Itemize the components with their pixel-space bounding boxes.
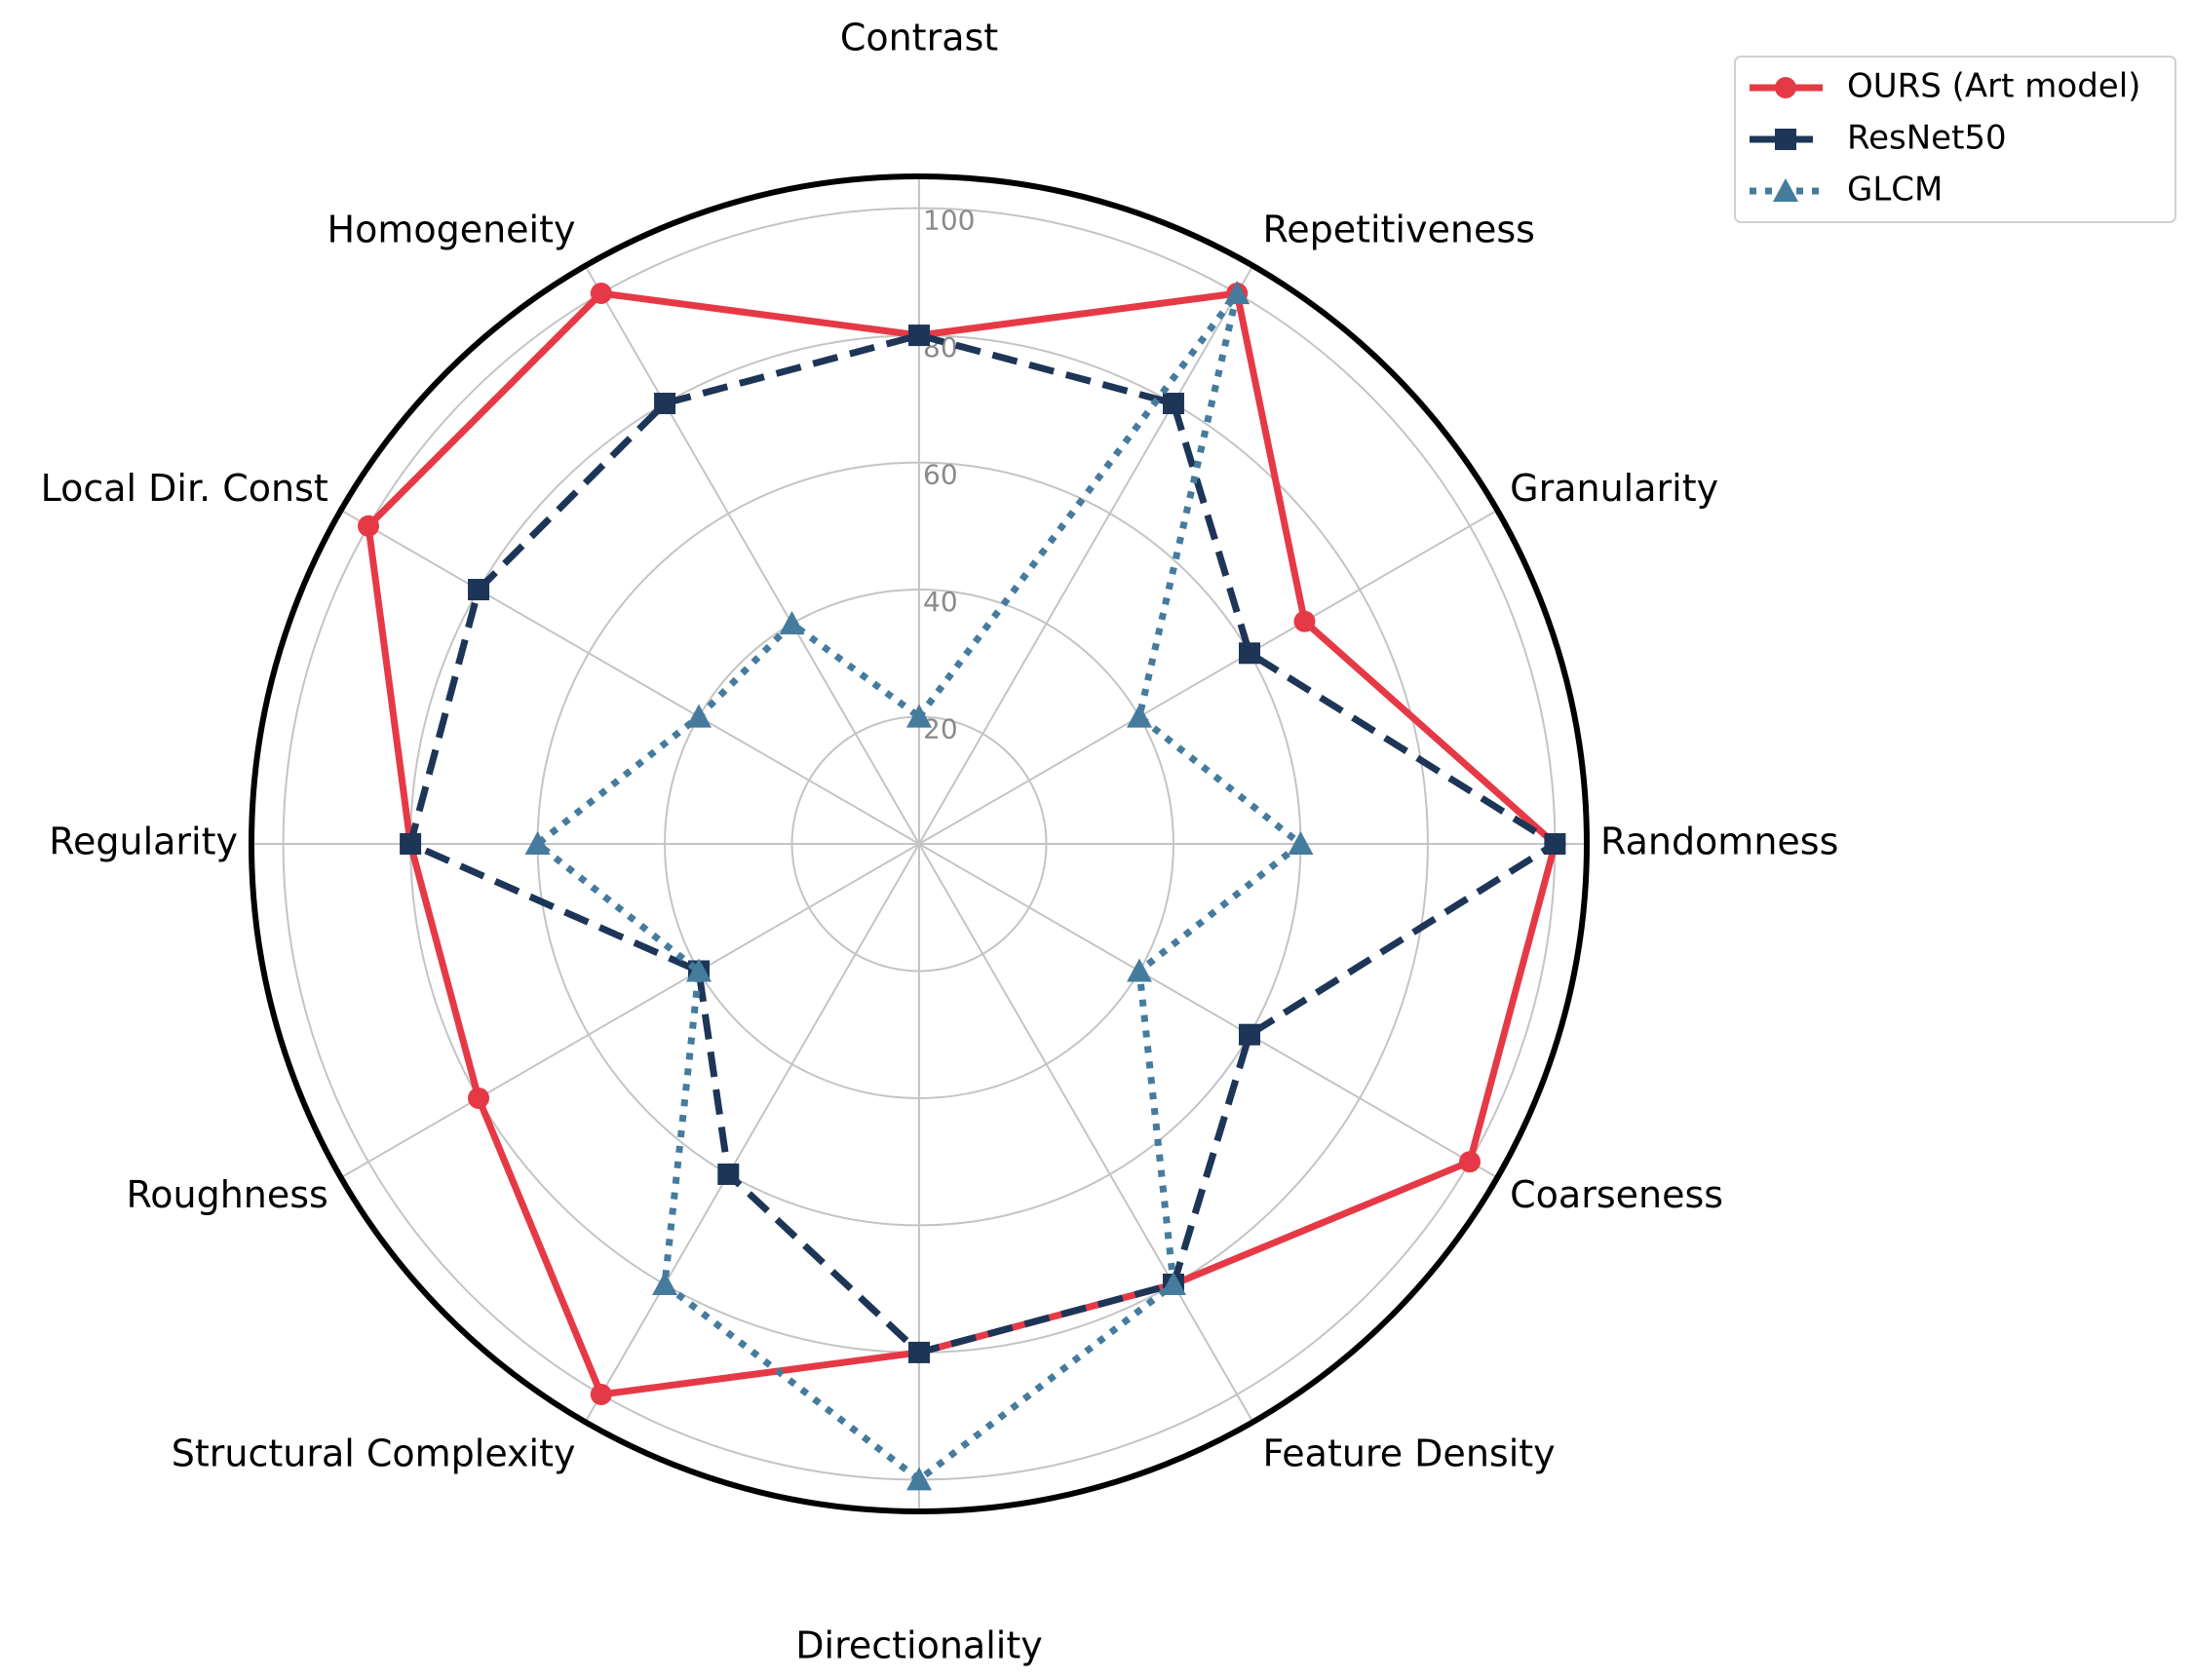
marker-0-2 (1293, 610, 1316, 632)
marker-2-10 (686, 704, 712, 728)
grid (249, 173, 1590, 1514)
axis-label-3: Randomness (1600, 821, 1838, 863)
axis-labels: ContrastRepetitivenessGranularityRandomn… (41, 17, 1839, 1667)
marker-1-4 (1238, 1023, 1260, 1046)
axis-label-2: Granularity (1510, 467, 1718, 510)
axis-label-9: Regularity (49, 821, 238, 863)
axis-label-10: Local Dir. Const (41, 467, 328, 510)
spoke-2 (918, 509, 1498, 845)
legend-marker-1 (1775, 129, 1796, 150)
marker-1-3 (1544, 833, 1566, 855)
series-2 (524, 281, 1314, 1491)
axis-label-11: Homogeneity (327, 209, 576, 251)
spoke-5 (918, 843, 1254, 1423)
marker-1-10 (468, 579, 490, 601)
axis-label-0: Contrast (840, 17, 998, 59)
legend-box (1734, 56, 2176, 223)
spoke-10 (340, 509, 920, 845)
axis-label-8: Roughness (127, 1173, 328, 1216)
legend-label-1: ResNet50 (1847, 119, 2007, 158)
axis-label-1: Repetitiveness (1263, 209, 1535, 251)
axis-label-4: Coarseness (1510, 1173, 1723, 1216)
axis-label-7: Structural Complexity (172, 1432, 576, 1474)
r-tick-label-0: 20 (923, 713, 958, 745)
marker-2-7 (652, 1271, 678, 1296)
marker-2-8 (686, 958, 712, 982)
marker-2-6 (906, 1467, 932, 1491)
r-tick-label-4: 100 (923, 205, 975, 237)
outer-frame (249, 173, 1590, 1514)
data-series (358, 281, 1566, 1491)
marker-0-8 (468, 1087, 490, 1109)
marker-0-4 (1458, 1151, 1481, 1173)
spoke-1 (918, 265, 1254, 845)
marker-1-2 (1238, 642, 1260, 665)
marker-2-11 (779, 611, 805, 635)
legend-marker-2 (1773, 178, 1798, 202)
marker-2-9 (524, 831, 551, 856)
marker-1-1 (1162, 393, 1184, 415)
r-tick-label-2: 60 (923, 459, 958, 491)
marker-0-7 (590, 1383, 612, 1405)
marker-2-1 (1224, 281, 1251, 305)
axis-label-6: Directionality (795, 1624, 1042, 1667)
marker-2-3 (1288, 831, 1314, 856)
marker-1-7 (717, 1163, 740, 1185)
marker-2-4 (1126, 958, 1152, 982)
legend-label-0: OURS (Art model) (1847, 67, 2140, 106)
marker-1-0 (908, 325, 930, 347)
spoke-4 (918, 843, 1498, 1179)
spoke-8 (340, 843, 920, 1179)
marker-1-6 (908, 1341, 930, 1363)
marker-2-2 (1126, 704, 1152, 728)
marker-1-9 (400, 833, 422, 855)
marker-0-11 (590, 283, 612, 305)
legend-label-2: GLCM (1847, 171, 1943, 210)
axis-label-5: Feature Density (1263, 1432, 1556, 1474)
spoke-11 (584, 265, 920, 845)
spoke-7 (584, 843, 920, 1423)
marker-2-0 (906, 704, 932, 728)
marker-0-10 (358, 515, 380, 537)
legend-marker-0 (1775, 77, 1796, 98)
marker-1-11 (654, 393, 676, 415)
marker-2-5 (1160, 1271, 1186, 1296)
r-tick-label-1: 40 (923, 586, 958, 618)
